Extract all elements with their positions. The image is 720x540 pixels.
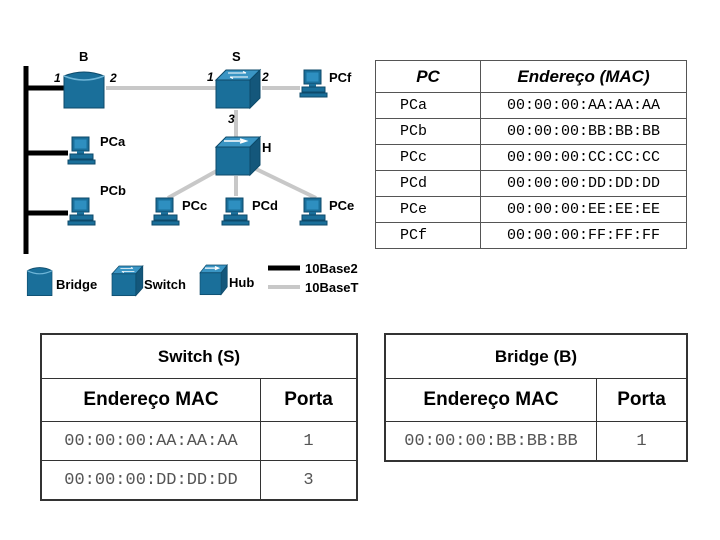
bridge-label: B [79, 49, 88, 64]
mac-cell: 00:00:00:DD:DD:DD [480, 170, 687, 197]
pc-column-header: PC [375, 60, 481, 93]
table-row: PCa 00:00:00:AA:AA:AA [375, 92, 687, 119]
mac-cell: 00:00:00:FF:FF:FF [480, 222, 687, 249]
switch-mac-table: Switch (S) Endereço MAC Porta 00:00:00:A… [40, 333, 358, 501]
mac-cell: 00:00:00:EE:EE:EE [480, 196, 687, 223]
bridge-port-header: Porta [596, 378, 688, 422]
legend: Bridge Switch Hub 10Base2 10BaseT [26, 261, 359, 297]
port-cell: 1 [260, 421, 358, 461]
pc-name-cell: PCb [375, 118, 481, 145]
hub-icon [215, 136, 261, 176]
pcd-icon [221, 197, 250, 226]
switch-port2-label: 2 [261, 70, 269, 84]
mac-column-header: Endereço (MAC) [480, 60, 687, 93]
pcf-label: PCf [329, 70, 352, 85]
table-row: 00:00:00:BB:BB:BB 1 [384, 421, 688, 462]
mac-cell: 00:00:00:BB:BB:BB [480, 118, 687, 145]
table-row: 00:00:00:AA:AA:AA 1 [40, 421, 358, 461]
legend-switch-icon [111, 265, 144, 297]
pcb-icon [67, 197, 96, 226]
network-diagram: B 1 2 S 1 2 3 H PCf PCa PCb PCc PCd PCe … [23, 49, 359, 297]
switch-table-title: Switch (S) [40, 333, 358, 379]
switch-label: S [232, 49, 241, 64]
pcf-icon [299, 69, 328, 98]
bridge-mac-header: Endereço MAC [384, 378, 597, 422]
legend-bridge-icon [26, 266, 53, 297]
table-row: PCb 00:00:00:BB:BB:BB [375, 118, 687, 145]
pca-label: PCa [100, 134, 126, 149]
switch-port1-label: 1 [207, 70, 214, 84]
legend-bridge-label: Bridge [56, 277, 97, 292]
switch-icon [215, 69, 261, 109]
bridge-port2-label: 2 [109, 71, 117, 85]
legend-hub-icon [199, 264, 228, 296]
switch-port-header: Porta [260, 378, 358, 422]
legend-10baset-label: 10BaseT [305, 280, 359, 295]
table-row: PCe 00:00:00:EE:EE:EE [375, 196, 687, 223]
port-cell: 3 [260, 460, 358, 501]
10baset-link-hub-pce [253, 166, 317, 200]
mac-cell: 00:00:00:CC:CC:CC [480, 144, 687, 171]
pc-mac-table: PC Endereço (MAC) PCa 00:00:00:AA:AA:AA … [375, 60, 687, 249]
pcc-label: PCc [182, 198, 207, 213]
hub-label: H [262, 140, 271, 155]
10baset-link-hub-pcc [167, 166, 223, 200]
legend-10base2-label: 10Base2 [305, 261, 358, 276]
switch-mac-header: Endereço MAC [40, 378, 261, 422]
pc-name-cell: PCd [375, 170, 481, 197]
pce-label: PCe [329, 198, 354, 213]
bridge-icon [63, 71, 105, 109]
pc-name-cell: PCa [375, 92, 481, 119]
bridge-table-title: Bridge (B) [384, 333, 688, 379]
legend-hub-label: Hub [229, 275, 254, 290]
table-row: PCf 00:00:00:FF:FF:FF [375, 222, 687, 249]
pc-name-cell: PCc [375, 144, 481, 171]
table-row: 00:00:00:DD:DD:DD 3 [40, 460, 358, 501]
pc-name-cell: PCf [375, 222, 481, 249]
legend-switch-label: Switch [144, 277, 186, 292]
bridge-mac-table: Bridge (B) Endereço MAC Porta 00:00:00:B… [384, 333, 688, 462]
mac-cell: 00:00:00:AA:AA:AA [480, 92, 687, 119]
pce-icon [299, 197, 328, 226]
mac-cell: 00:00:00:AA:AA:AA [40, 421, 261, 461]
port-cell: 1 [596, 421, 688, 462]
mac-cell: 00:00:00:DD:DD:DD [40, 460, 261, 501]
pcd-label: PCd [252, 198, 278, 213]
pc-name-cell: PCe [375, 196, 481, 223]
pca-icon [67, 136, 96, 165]
mac-cell: 00:00:00:BB:BB:BB [384, 421, 597, 462]
pcb-label: PCb [100, 183, 126, 198]
table-row: PCc 00:00:00:CC:CC:CC [375, 144, 687, 171]
bridge-port1-label: 1 [54, 71, 61, 85]
pcc-icon [151, 197, 180, 226]
cables [23, 66, 317, 254]
table-row: PCd 00:00:00:DD:DD:DD [375, 170, 687, 197]
switch-port3-label: 3 [228, 112, 235, 126]
